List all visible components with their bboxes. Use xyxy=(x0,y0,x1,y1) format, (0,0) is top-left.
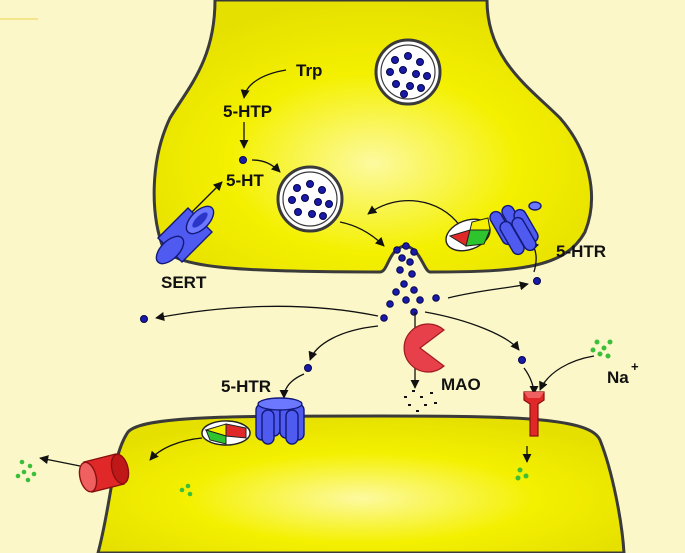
htr-lower-label: 5-HTR xyxy=(221,377,271,396)
serotonin-molecule xyxy=(533,277,541,285)
sodium-charge-label: + xyxy=(631,359,639,374)
htr-upper-receptor xyxy=(445,201,542,256)
sert-transporter xyxy=(155,205,215,265)
htp-label: 5-HTP xyxy=(223,102,272,121)
sodium-ions xyxy=(15,339,613,497)
sert-label: SERT xyxy=(161,273,207,292)
cation-channel xyxy=(78,453,130,493)
serotonin-molecule xyxy=(239,156,247,164)
vesicle-middle xyxy=(276,165,344,233)
htr-upper-label: 5-HTR xyxy=(556,242,606,261)
serotonin-molecule xyxy=(518,356,526,364)
mao-label: MAO xyxy=(441,375,481,394)
serotonin-molecule xyxy=(140,315,148,323)
htr-lower-receptor xyxy=(201,397,305,446)
mao-enzyme xyxy=(403,323,445,373)
vesicle-top xyxy=(374,38,442,106)
trp-label: Trp xyxy=(296,61,322,80)
released-serotonin xyxy=(380,242,440,322)
ion-channel-receptor xyxy=(523,391,545,437)
sodium-label: Na xyxy=(607,368,629,387)
postsynaptic-neuron xyxy=(96,414,626,553)
ht-label: 5-HT xyxy=(226,171,264,190)
serotonin-molecule xyxy=(304,364,312,372)
degraded-fragments xyxy=(404,390,437,412)
